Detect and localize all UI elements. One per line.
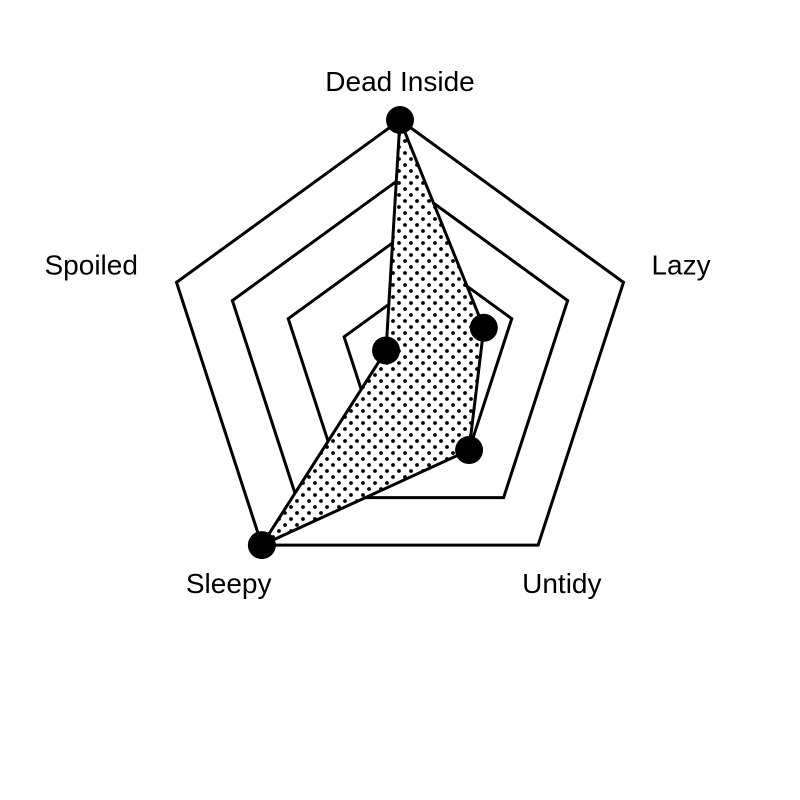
grid-ring bbox=[230, 176, 570, 500]
axis-labels: Dead Inside Lazy Untidy Sleepy Spoiled bbox=[45, 66, 711, 599]
axis-label-untidy: Untidy bbox=[522, 568, 601, 599]
data-point-dead-inside bbox=[386, 106, 414, 134]
data-point-sleepy bbox=[247, 531, 276, 560]
grid-ring bbox=[174, 118, 626, 547]
radar-series bbox=[247, 106, 498, 560]
axis-label-spoiled: Spoiled bbox=[45, 249, 138, 280]
data-point-untidy bbox=[455, 436, 484, 465]
axis-label-lazy: Lazy bbox=[651, 249, 710, 280]
series-area bbox=[257, 119, 486, 549]
axis-label-sleepy: Sleepy bbox=[186, 568, 272, 599]
data-point-spoiled bbox=[372, 336, 401, 365]
data-point-lazy bbox=[469, 313, 498, 342]
axis-label-dead-inside: Dead Inside bbox=[325, 66, 474, 97]
